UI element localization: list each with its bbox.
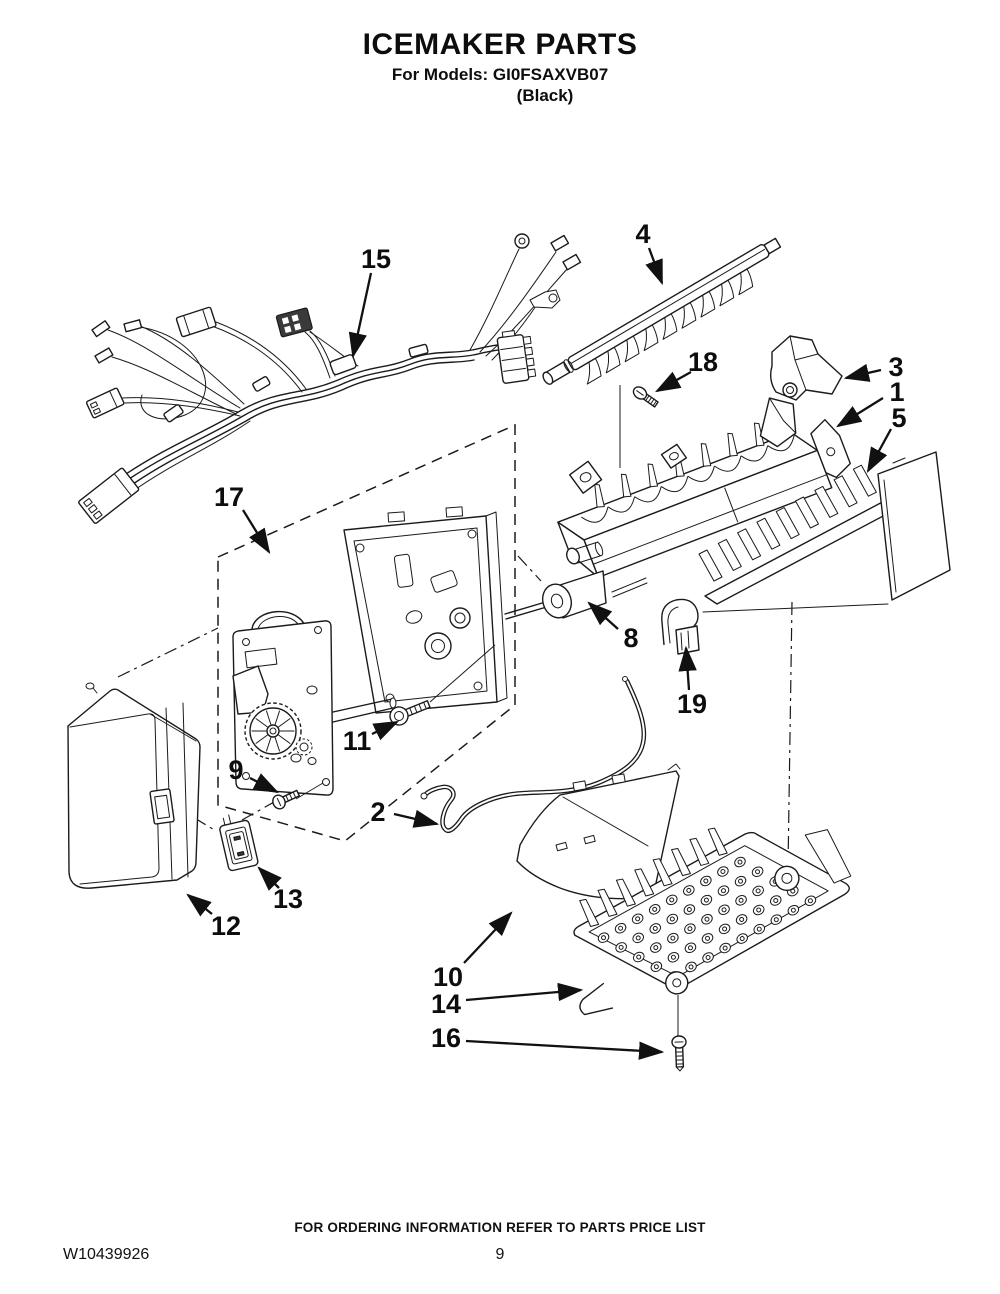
callout-arrow-5 [866, 428, 893, 474]
callout-arrow-19 [678, 645, 697, 691]
housing-mechanism [393, 553, 471, 660]
callout-arrow-13 [257, 866, 282, 891]
module-housing [343, 506, 508, 714]
callout-label-1: 1 [889, 377, 904, 407]
harness-connector-main [78, 467, 140, 524]
mold-mounting-ear [568, 443, 688, 494]
ordering-note: FOR ORDERING INFORMATION REFER TO PARTS … [294, 1220, 706, 1235]
callout-label-16: 16 [431, 1023, 461, 1053]
harness-connector-3pin [85, 387, 125, 419]
callout-arrow-14 [465, 982, 584, 1002]
title-block: ICEMAKER PARTS For Models: GI0FSAXVB07 (… [0, 28, 1000, 106]
callout-arrow-4 [645, 247, 664, 286]
finish-line: (Black) [516, 86, 574, 105]
callout-label-11: 11 [343, 726, 372, 756]
icemaker-mold [557, 397, 851, 579]
callout-label-2: 2 [370, 797, 385, 827]
shutoff-arm [420, 676, 647, 833]
front-cover [67, 682, 201, 889]
access-flap [516, 763, 681, 900]
harness-connector-multipin [496, 330, 537, 384]
callout-arrow-3 [843, 363, 882, 382]
callout-arrow-2 [393, 809, 440, 828]
harness-tape-wrap [163, 343, 429, 423]
rocker-switch [219, 814, 259, 872]
mounting-bracket [769, 335, 843, 401]
callout-label-15: 15 [361, 244, 391, 274]
callout-label-8: 8 [623, 623, 638, 653]
callout-label-9: 9 [228, 755, 243, 785]
callout-arrow-10 [463, 911, 513, 964]
callout-label-12: 12 [211, 911, 241, 941]
module-front-plate [232, 610, 397, 796]
harness-connector-plug [175, 306, 217, 338]
screw-9-leader [295, 782, 324, 800]
stripper-fins [586, 267, 754, 385]
screw-11 [389, 700, 431, 726]
callout-label-3: 3 [888, 352, 903, 382]
callout-arrow-16 [465, 1039, 665, 1060]
retainer-clip [661, 598, 700, 655]
ice-stripper-bar [542, 237, 782, 385]
harness-connector-4pin [275, 307, 313, 338]
screw-11-leader [429, 644, 496, 703]
callout-arrow-12 [186, 893, 213, 917]
comb-teeth [698, 464, 877, 582]
screw-16 [671, 1035, 687, 1072]
callout-arrow-17 [242, 509, 271, 554]
document-number: W10439926 [63, 1246, 150, 1263]
callout-arrow-9 [249, 773, 280, 794]
callout-label-4: 4 [635, 219, 650, 249]
module-dashed-box [217, 423, 516, 842]
base-pins [579, 827, 817, 982]
callout-label-14: 14 [431, 989, 461, 1019]
callout-arrow-18 [654, 370, 692, 393]
callout-label-18: 18 [688, 347, 718, 377]
callout-arrow-15 [348, 272, 373, 359]
harness-ring-terminal [514, 233, 582, 309]
mold-corner-piece [759, 397, 797, 448]
page-number: 9 [495, 1246, 505, 1263]
cover-slot [149, 788, 175, 825]
callout-label-13: 13 [273, 884, 303, 914]
mold-end-bracket [810, 418, 851, 479]
callout-arrow-11 [371, 720, 400, 741]
harness-spade-terminal [91, 319, 143, 364]
callout-arrow-1 [836, 397, 884, 428]
screw-9 [272, 789, 301, 810]
ice-stripper-comb [698, 451, 951, 613]
callout-label-17: 17 [214, 482, 244, 512]
drive-gear [244, 702, 313, 760]
screw-18 [632, 386, 659, 408]
callout-label-10: 10 [433, 962, 463, 992]
wiring-harness [78, 233, 582, 524]
page-title: ICEMAKER PARTS [362, 28, 638, 61]
callout-label-19: 19 [677, 689, 707, 719]
callout-label-5: 5 [891, 403, 906, 433]
models-line: For Models: GI0FSAXVB07 [391, 65, 609, 84]
gear-spokes [251, 710, 295, 752]
callout-arrow-8 [587, 601, 619, 630]
